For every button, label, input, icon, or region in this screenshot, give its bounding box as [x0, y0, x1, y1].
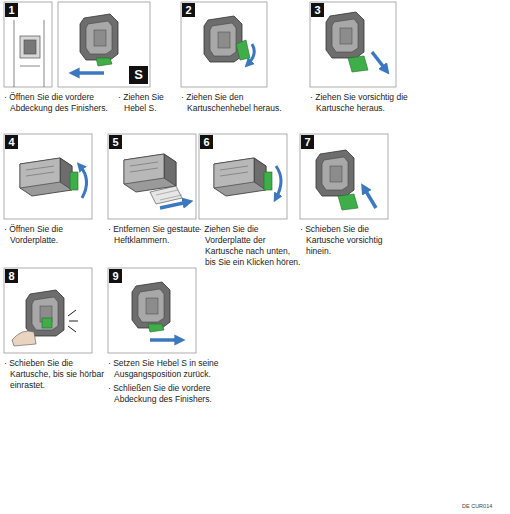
step-caption: · Ziehen Sie vorsichtig die Kartusche he…: [310, 92, 420, 114]
step-caption: · Ziehen Sie den Kartuschenhebel heraus.: [181, 92, 297, 114]
step-number: 3: [311, 3, 324, 17]
cartridge-click-view: [12, 290, 78, 346]
step-caption: · Öffnen Sie die Vorderplatte.: [4, 224, 102, 246]
step-number: 9: [109, 269, 122, 283]
step-number: 2: [182, 3, 195, 17]
step-caption: · Schließen Sie die vordere Abdeckung de…: [108, 383, 226, 405]
step-caption: · Schieben Sie die Kartusche vorsichtig …: [300, 224, 402, 257]
step-caption: · Ziehen Sie die Vorderplatte der Kartus…: [199, 224, 302, 268]
step-caption: · Schieben Sie die Kartusche, bis sie hö…: [4, 358, 106, 391]
cartridge-lever-view: [204, 16, 254, 64]
lever-s-return-view: [132, 282, 180, 340]
lever-s-view: [74, 14, 118, 73]
step-number: 6: [200, 135, 213, 149]
front-plate-open-view: [20, 158, 87, 198]
front-plate-close-view: [214, 158, 281, 198]
figure-code: DE CUR014: [462, 503, 506, 509]
step-caption: · Ziehen Sie Hebel S.: [118, 92, 184, 114]
step-number: 1: [5, 3, 18, 17]
step-number: 7: [301, 135, 314, 149]
panel-frames: [4, 2, 396, 353]
finisher-view: [14, 20, 44, 87]
step-number: 5: [109, 135, 122, 149]
step-caption: · Öffnen Sie die vordere Abdeckung des F…: [4, 92, 118, 114]
cartridge-insert-view: [316, 150, 376, 210]
remove-staples-view: [124, 154, 188, 208]
step-caption: · Setzen Sie Hebel S in seine Ausgangspo…: [108, 358, 226, 380]
step-number: S: [129, 66, 148, 84]
step-number: 8: [5, 269, 18, 283]
cartridge-pull-view: [326, 12, 386, 72]
step-number: 4: [5, 135, 18, 149]
step-caption: · Entfernen Sie gestaute Heftklammern.: [108, 224, 202, 246]
